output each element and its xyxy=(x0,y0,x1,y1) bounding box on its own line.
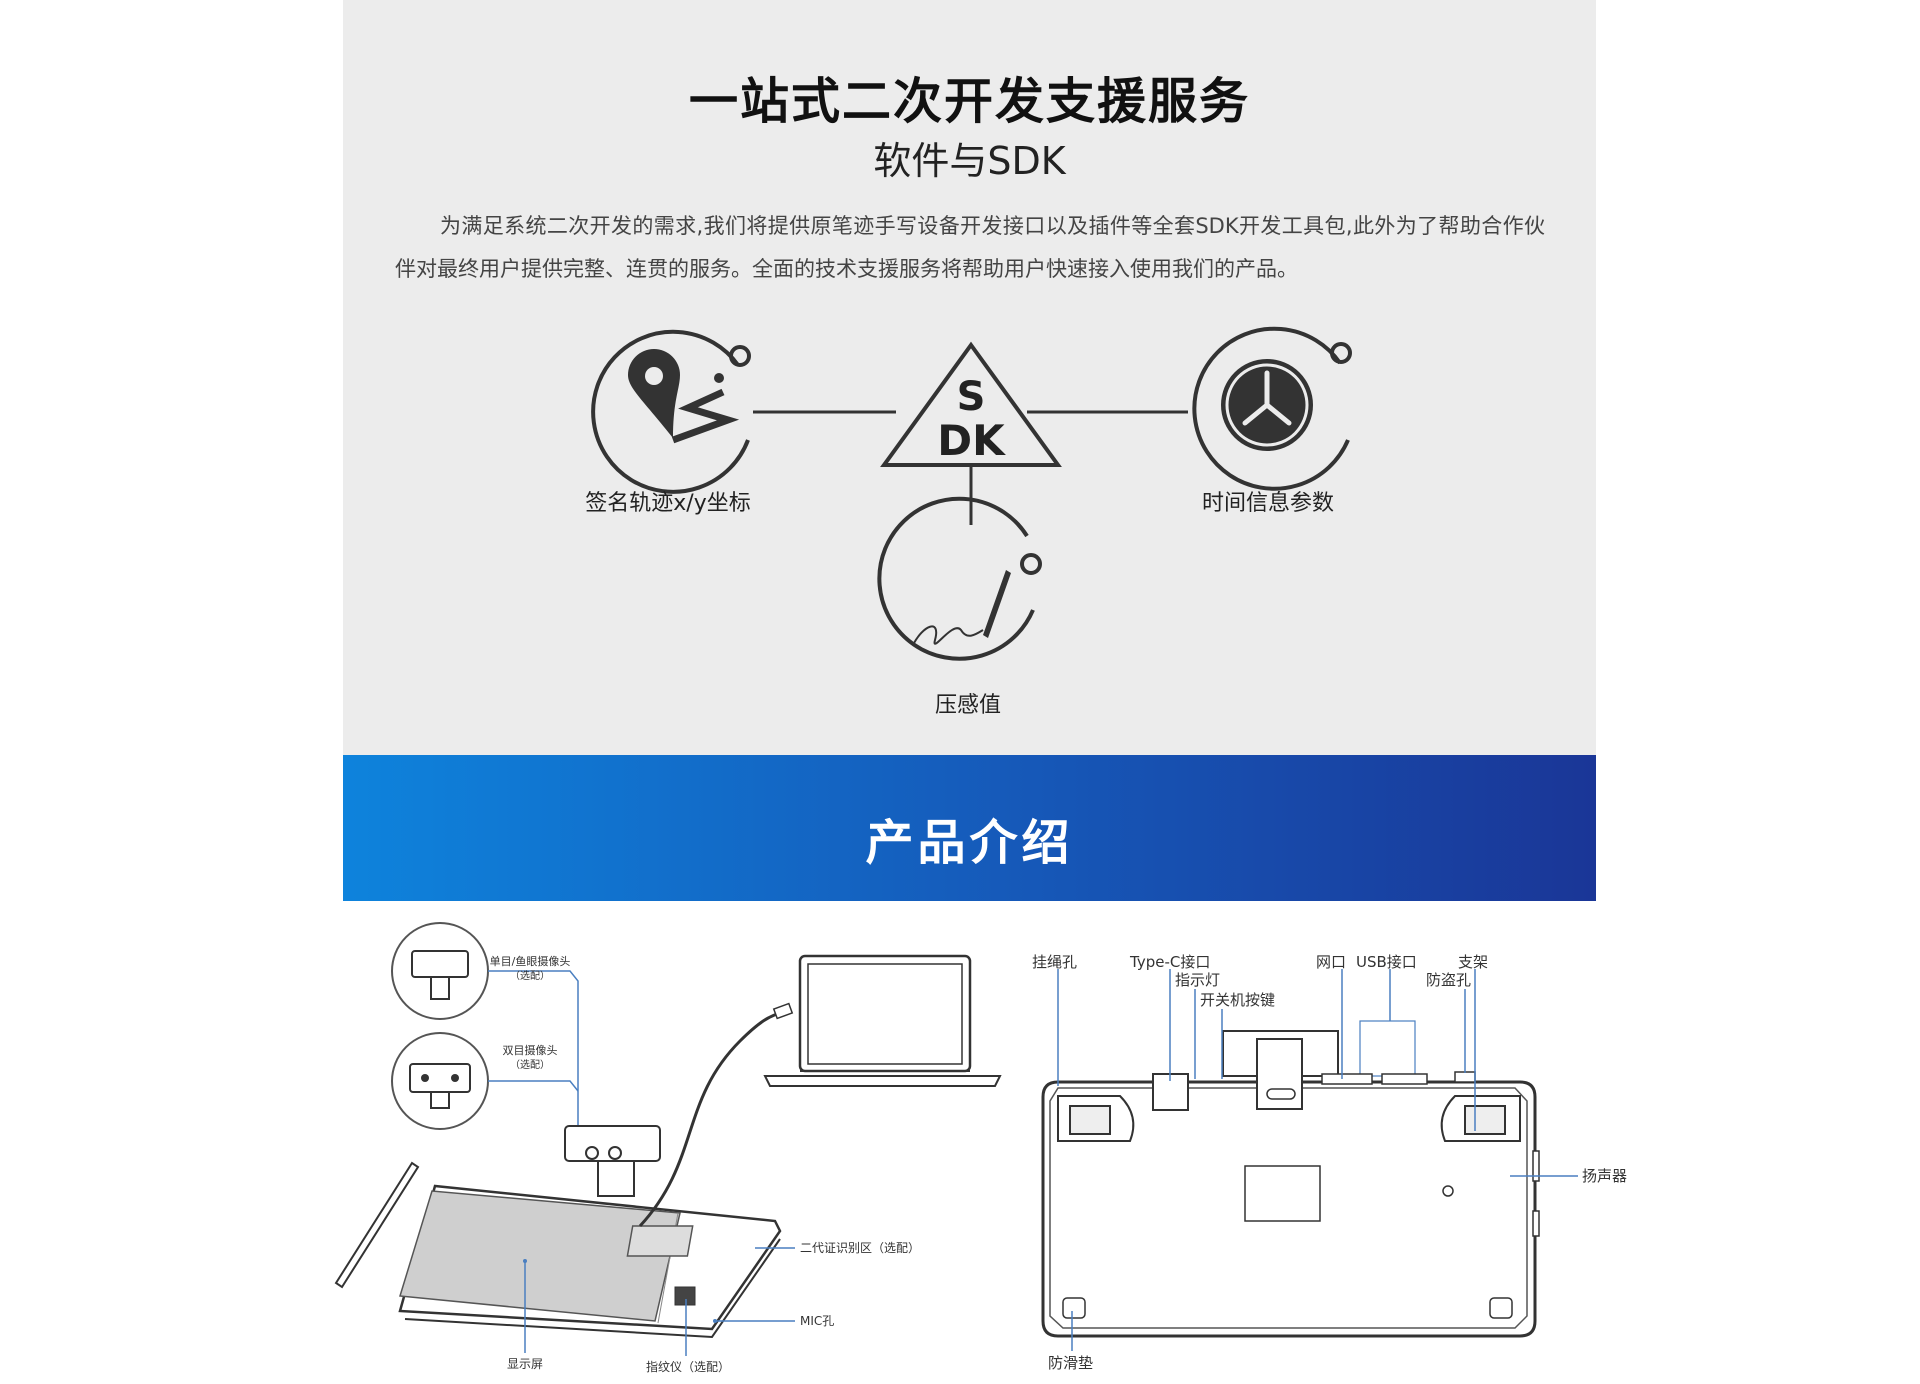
label-mono-camera: 单目/鱼眼摄像头 xyxy=(490,954,571,968)
sdk-feature-diagram: S DK 签名轨迹x/y坐标 时间信息参数 压感值 xyxy=(585,326,1352,718)
device-back-view-diagram: 挂绳孔 Type-C接口 指示灯 开关机按键 网口 USB接口 支架 防盗孔 扬… xyxy=(1032,953,1627,1372)
clock-icon xyxy=(1192,326,1352,491)
label-speaker: 扬声器 xyxy=(1582,1167,1627,1185)
banner-title: 产品介绍 xyxy=(865,815,1074,871)
location-pin-icon xyxy=(591,329,751,494)
label-mono-camera-opt: （选配） xyxy=(510,969,550,982)
label-indicator: 指示灯 xyxy=(1175,971,1220,989)
support-section: 一站式二次开发支援服务 软件与SDK 为满足系统二次开发的需求,我们将提供原笔迹… xyxy=(343,0,1596,755)
label-id-area: 二代证识别区（选配） xyxy=(800,1241,920,1255)
label-antitheft: 防盗孔 xyxy=(1426,971,1471,989)
label-stand: 支架 xyxy=(1458,953,1488,971)
label-lanyard: 挂绳孔 xyxy=(1032,953,1077,971)
label-display: 显示屏 xyxy=(507,1357,543,1371)
label-mic: MIC孔 xyxy=(800,1314,834,1328)
label-antislip: 防滑垫 xyxy=(1048,1354,1093,1372)
label-dual-camera-opt: （选配） xyxy=(510,1058,550,1071)
sdk-letter-s: S xyxy=(957,374,986,420)
tablet-assembly-diagram: 单目/鱼眼摄像头 （选配） 双目摄像头 （选配） xyxy=(334,922,1002,1374)
label-typec: Type-C接口 xyxy=(1129,953,1210,971)
label-fingerprint: 指纹仪（选配） xyxy=(646,1359,730,1374)
label-usb: USB接口 xyxy=(1356,953,1417,971)
pen-signature-icon xyxy=(877,496,1042,661)
section-subtitle: 软件与SDK xyxy=(873,139,1066,183)
intro-paragraph: 为满足系统二次开发的需求,我们将提供原笔迹手写设备开发接口以及插件等全套SDK开… xyxy=(395,214,1545,281)
section-title: 一站式二次开发支援服务 xyxy=(688,73,1250,130)
laptop-illustration xyxy=(763,954,1002,1087)
label-power: 开关机按键 xyxy=(1200,991,1275,1009)
sdk-triangle-icon: S DK xyxy=(880,341,1062,467)
label-dual-camera: 双目摄像头 xyxy=(503,1043,558,1057)
feature-label-xy: 签名轨迹x/y坐标 xyxy=(585,491,750,516)
feature-label-time: 时间信息参数 xyxy=(1202,491,1334,516)
product-banner: 产品介绍 xyxy=(343,755,1596,901)
feature-label-pressure: 压感值 xyxy=(935,693,1001,718)
label-lan: 网口 xyxy=(1316,953,1346,971)
sdk-letters-dk: DK xyxy=(937,416,1006,465)
